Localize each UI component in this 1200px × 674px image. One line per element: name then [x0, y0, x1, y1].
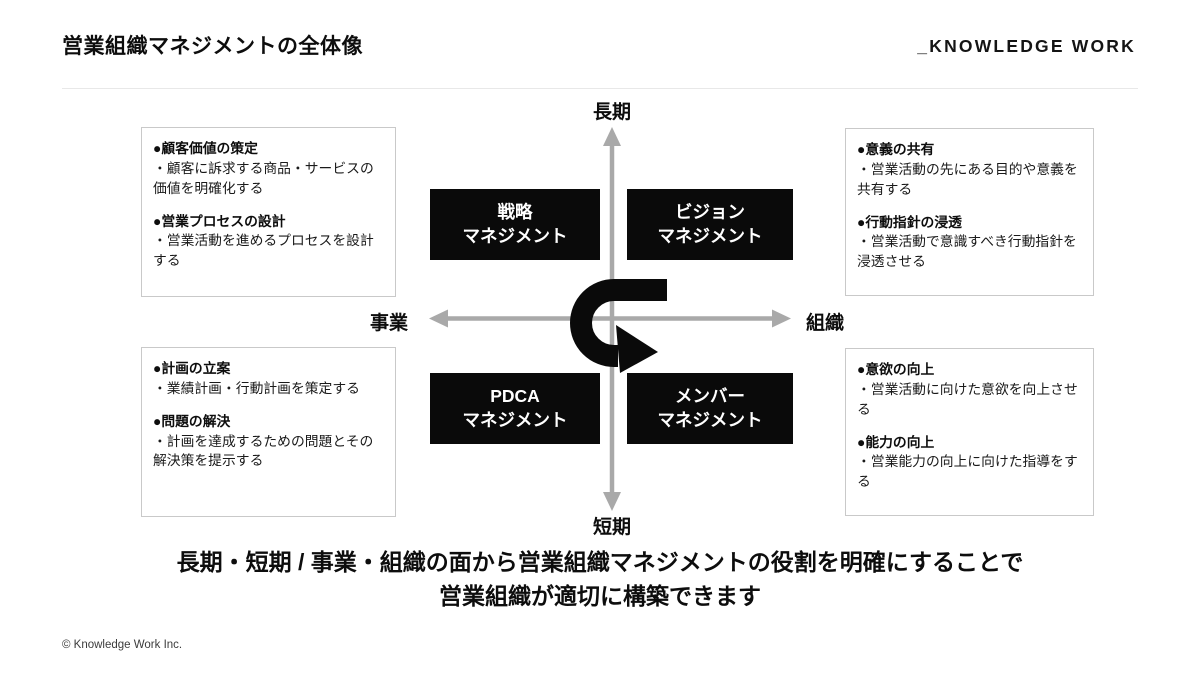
summary-line-1: 長期・短期 / 事業・組織の面から営業組織マネジメントの役割を明確にすることで [176, 549, 1024, 575]
footer-copyright: © Knowledge Work Inc. [62, 639, 183, 651]
detail-item: ●意欲の向上 ・営業活動に向けた意欲を向上させる [857, 360, 1082, 420]
quadrant-box-vision: ビジョン マネジメント [627, 189, 793, 260]
quadrant-label-line2: マネジメント [462, 409, 568, 430]
quadrant-label-line1: メンバー [675, 386, 745, 407]
detail-item: ●営業プロセスの設計 ・営業活動を進めるプロセスを設計する [153, 212, 384, 272]
detail-heading: ●顧客価値の策定 [153, 141, 258, 156]
detail-box-top-right: ●意義の共有 ・営業活動の先にある目的や意義を共有する ●行動指針の浸透 ・営業… [845, 128, 1094, 296]
detail-item: ●行動指針の浸透 ・営業活動で意識すべき行動指針を浸透させる [857, 213, 1082, 273]
detail-item: ●問題の解決 ・計画を達成するための問題とその解決策を提示する [153, 412, 384, 472]
horizontal-axis [429, 309, 791, 328]
quadrant-box-pdca: PDCA マネジメント [430, 373, 600, 444]
detail-heading: ●行動指針の浸透 [857, 214, 962, 230]
detail-heading: ●問題の解決 [153, 413, 231, 429]
axis-label-long-term: 長期 [592, 102, 632, 123]
detail-box-top-left: ●顧客価値の策定 ・顧客に訴求する商品・サービスの価値を明確化する ●営業プロセ… [141, 127, 396, 297]
axis-label-short-term: 短期 [592, 517, 632, 538]
cycle-arrow-icon [570, 279, 667, 373]
quadrant-box-strategy: 戦略 マネジメント [430, 189, 600, 260]
quadrant-label-line1: ビジョン [675, 202, 745, 223]
quadrant-box-member: メンバー マネジメント [627, 373, 793, 444]
detail-box-bottom-left: ●計画の立案 ・業績計画・行動計画を策定する ●問題の解決 ・計画を達成するため… [141, 347, 396, 517]
summary-line-2: 営業組織が適切に構築できます [439, 583, 761, 609]
detail-heading: ●意義の共有 [857, 142, 935, 157]
detail-body: ・計画を達成するための問題とその解決策を提示する [153, 433, 374, 469]
detail-body: ・顧客に訴求する商品・サービスの価値を明確化する [153, 160, 374, 196]
detail-item: ●計画の立案 ・業績計画・行動計画を策定する [153, 359, 384, 399]
detail-body: ・業績計画・行動計画を策定する [153, 380, 360, 396]
detail-body: ・営業活動の先にある目的や意義を共有する [857, 161, 1078, 197]
axis-label-business: 事業 [369, 313, 408, 334]
page-title: 営業組織マネジメントの全体像 [62, 35, 363, 58]
detail-heading: ●計画の立案 [153, 361, 231, 376]
detail-body: ・営業活動で意識すべき行動指針を浸透させる [857, 234, 1077, 270]
quadrant-label-line1: 戦略 [497, 202, 533, 223]
detail-item: ●顧客価値の策定 ・顧客に訴求する商品・サービスの価値を明確化する [153, 139, 384, 199]
detail-heading: ●能力の向上 [857, 434, 935, 450]
detail-item: ●能力の向上 ・営業能力の向上に向けた指導をする [857, 433, 1082, 493]
axis-label-organization: 組織 [806, 313, 845, 334]
detail-item: ●意義の共有 ・営業活動の先にある目的や意義を共有する [857, 140, 1082, 200]
quadrant-label-line2: マネジメント [657, 409, 763, 430]
detail-body: ・営業活動に向けた意欲を向上させる [857, 381, 1078, 417]
detail-body: ・営業活動を進めるプロセスを設計する [153, 233, 374, 269]
detail-heading: ●営業プロセスの設計 [153, 213, 286, 229]
quadrant-label-line2: マネジメント [462, 225, 568, 246]
header-divider [62, 88, 1138, 89]
summary-text: 長期・短期 / 事業・組織の面から営業組織マネジメントの役割を明確にすることで … [0, 545, 1200, 613]
knowledge-work-logo: _KNOWLEDGE WORK [917, 36, 1136, 56]
quadrant-label-line1: PDCA [490, 386, 540, 407]
detail-body: ・営業能力の向上に向けた指導をする [857, 454, 1078, 490]
quadrant-label-line2: マネジメント [657, 225, 763, 246]
matrix-axes-graphic [429, 127, 791, 511]
detail-box-bottom-right: ●意欲の向上 ・営業活動に向けた意欲を向上させる ●能力の向上 ・営業能力の向上… [845, 348, 1094, 516]
detail-heading: ●意欲の向上 [857, 362, 935, 377]
